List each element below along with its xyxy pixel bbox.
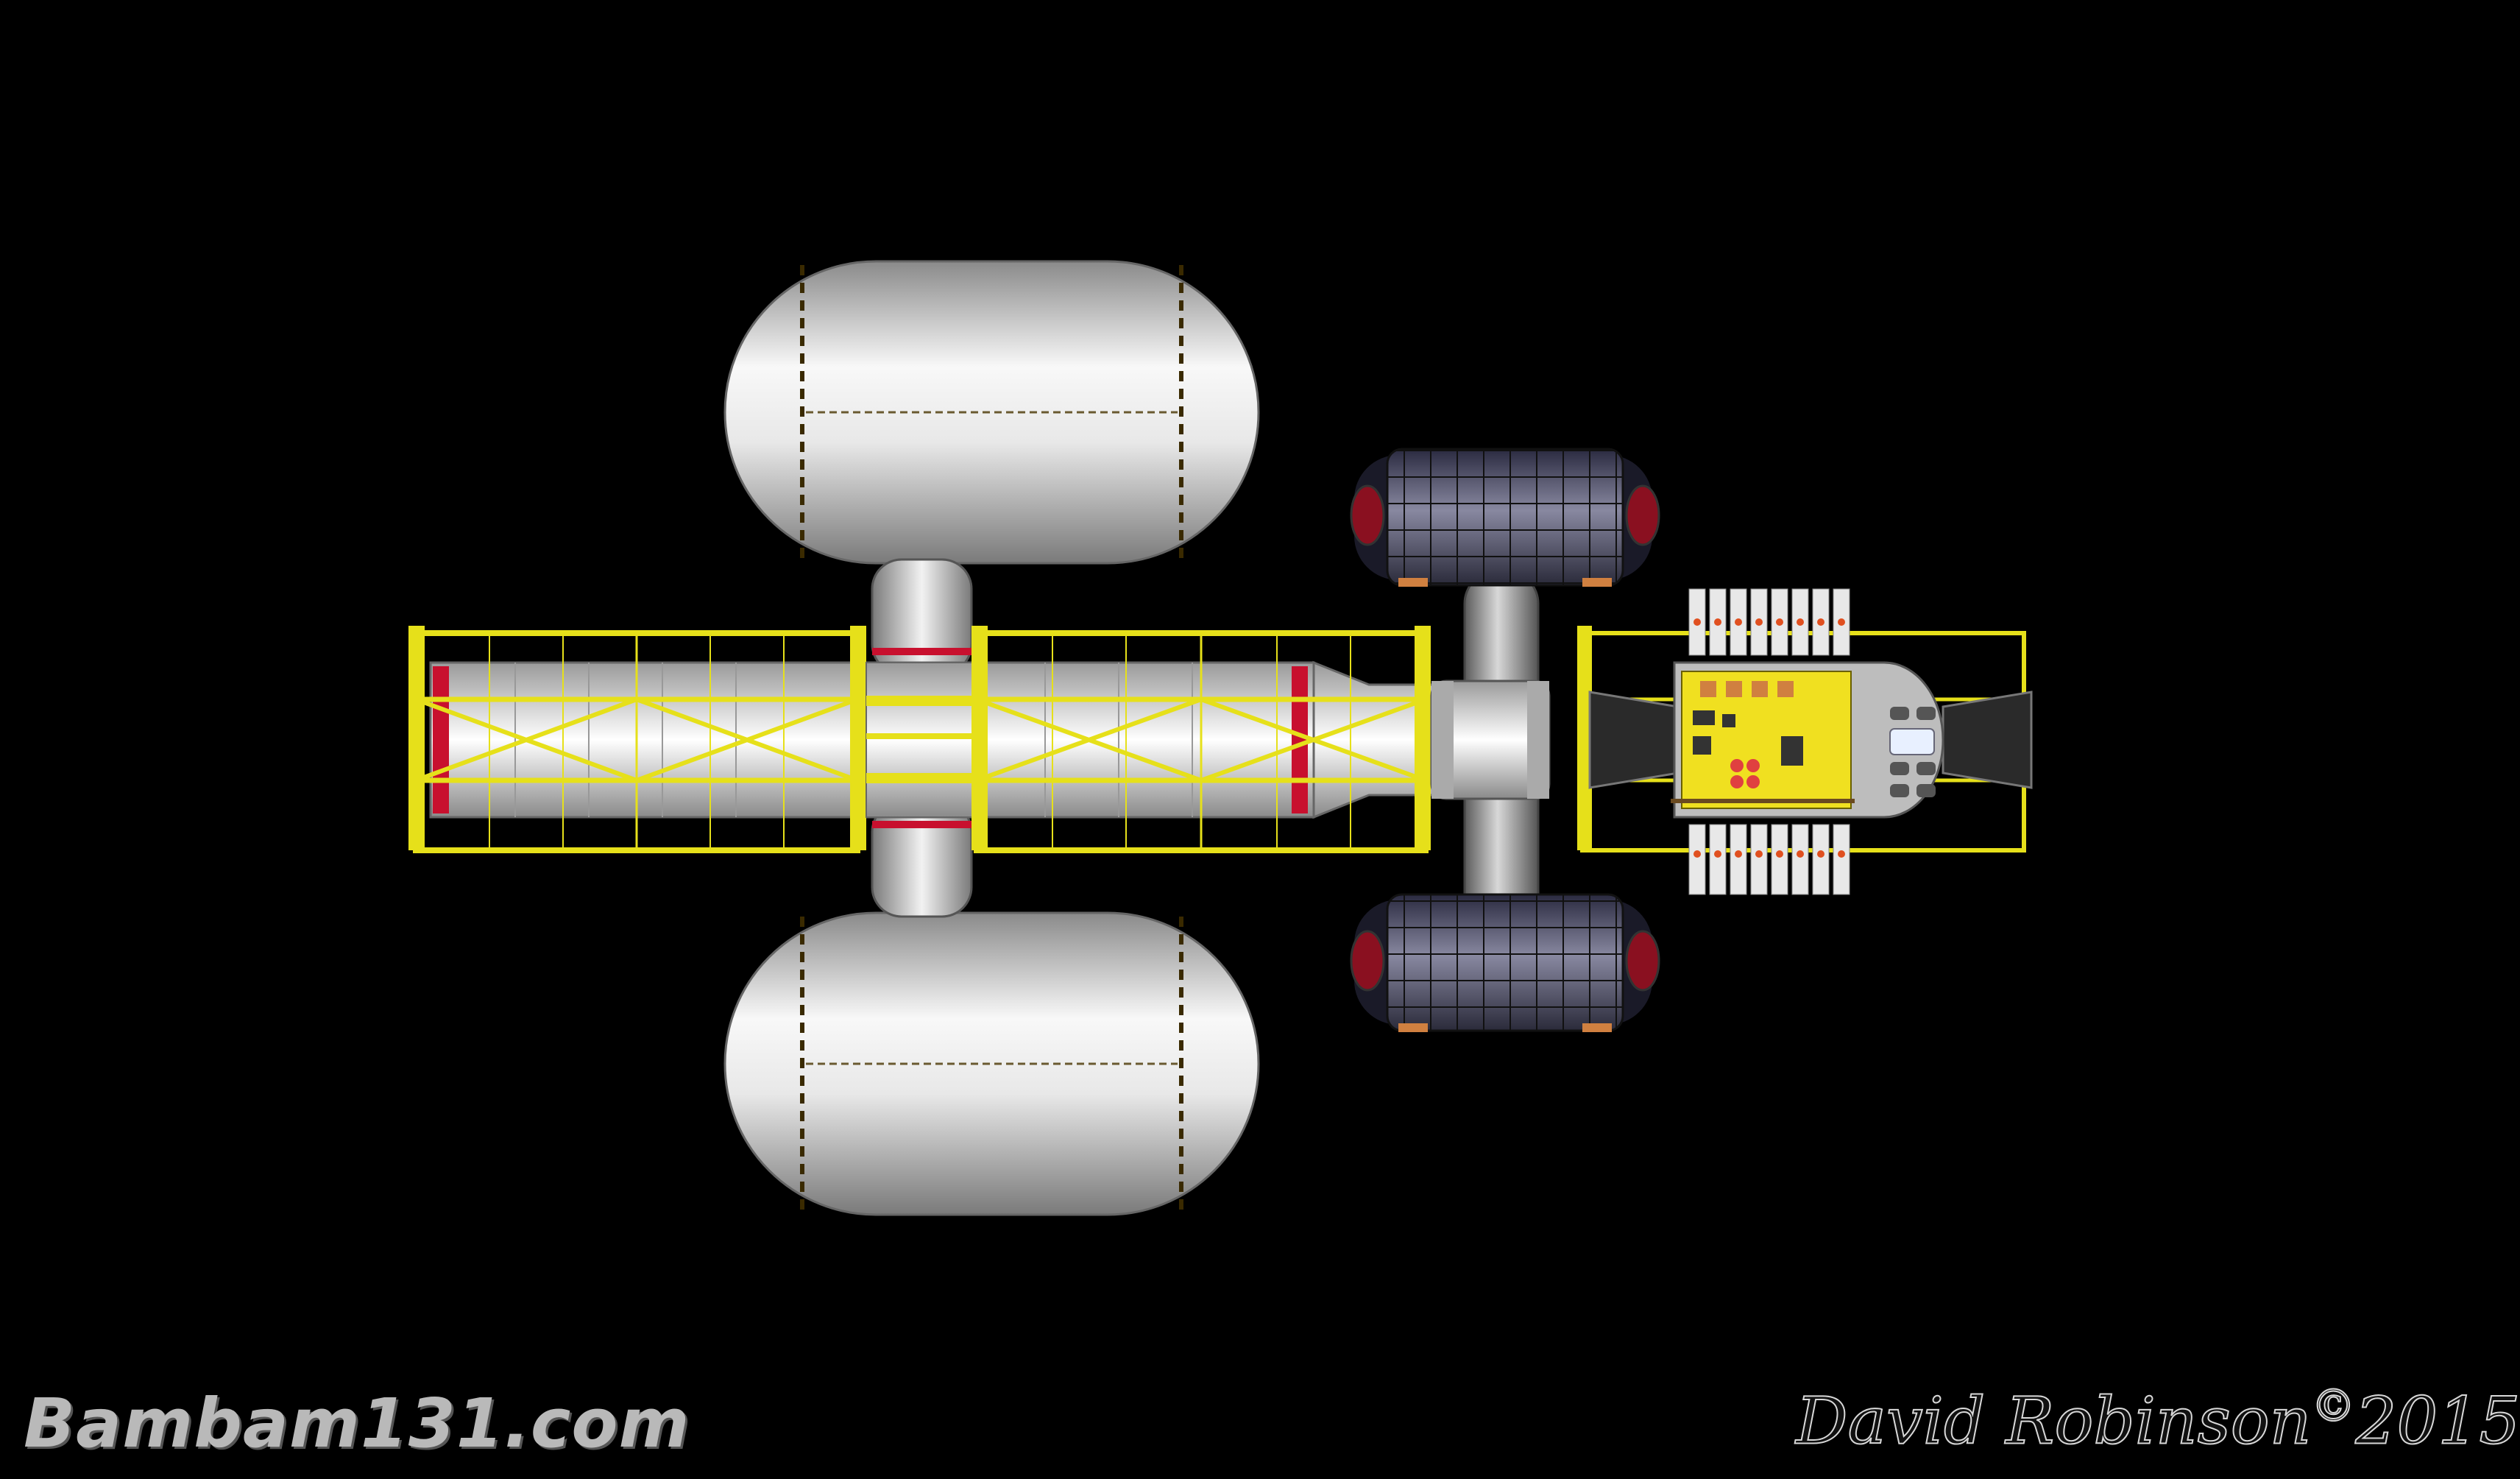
author-signature: David Robinson©2015 [1795,1380,2520,1459]
engine-bell-rear [1588,691,1680,789]
site-watermark: Bambam131.com [24,1384,690,1463]
copyright-symbol: © [2310,1380,2356,1433]
lower-tank-connector [871,801,973,918]
upper-habitat-module [1350,448,1660,587]
junction-node [1430,569,1551,955]
lower-radiator-panels [1688,824,1850,895]
upper-tank-connector [871,558,973,675]
lower-propellant-tank [723,911,1260,1216]
spacecraft-illustration [408,260,2033,1216]
copyright-year: 2015 [2354,1382,2520,1459]
left-truss [408,626,866,853]
upper-propellant-tank [723,260,1260,565]
upper-radiator-panels [1688,588,1850,656]
command-module [1671,661,1944,819]
center-hub [866,662,977,818]
engine-bell-front [1942,691,2033,789]
right-truss [971,626,1431,853]
author-name: David Robinson [1795,1382,2312,1459]
lower-habitat-module [1350,893,1660,1032]
